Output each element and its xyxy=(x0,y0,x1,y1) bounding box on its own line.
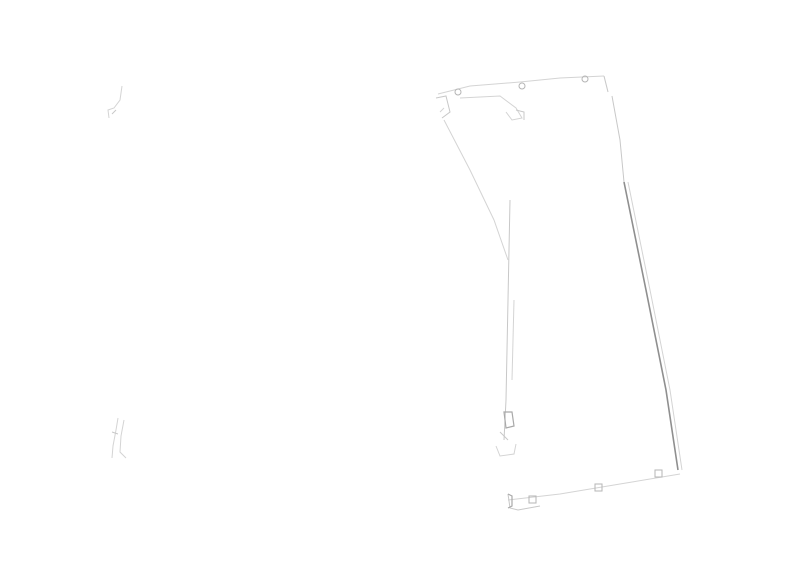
right-panel-bottom-latch xyxy=(503,411,515,429)
right-panel-top-bracket xyxy=(459,95,523,121)
left-panel-top-tick xyxy=(111,109,117,115)
right-panel-outline xyxy=(435,75,683,511)
clip-icon xyxy=(654,469,663,478)
right-panel-bottom-foot xyxy=(495,443,517,457)
right-panel-left-inner-edge xyxy=(511,299,515,381)
right-panel-bottom-hinge xyxy=(507,493,513,509)
right-panel-top-left-tick xyxy=(439,107,445,113)
right-panel-left-diagonal xyxy=(443,119,509,261)
screw-icon xyxy=(581,75,589,83)
left-panel-bottom-fragment-a xyxy=(111,417,119,459)
right-panel-bottom-edge xyxy=(507,473,681,501)
left-panel-top-fragment xyxy=(107,85,123,119)
right-panel-bottom-left-corner xyxy=(507,493,541,511)
right-panel-bottom-tick xyxy=(499,431,509,441)
right-panel-right-edge-highlight xyxy=(627,181,683,471)
right-panel-right-upper-edge xyxy=(611,95,625,183)
right-panel-top-right-corner xyxy=(603,75,609,93)
left-panel-bottom-fragment-b xyxy=(119,419,127,459)
right-panel-right-edge xyxy=(623,181,679,471)
clip-icon xyxy=(528,495,537,504)
left-panel-outline xyxy=(107,85,127,459)
screw-icon xyxy=(454,88,462,96)
clip-icon xyxy=(594,483,603,492)
right-panel-top-bracket-clip xyxy=(515,109,525,120)
right-panel-top-left-corner xyxy=(435,95,451,119)
screw-icon xyxy=(518,82,526,90)
left-panel-bottom-tick xyxy=(111,431,119,435)
right-panel-top-edge xyxy=(437,75,605,95)
right-panel-left-edge xyxy=(503,199,511,441)
